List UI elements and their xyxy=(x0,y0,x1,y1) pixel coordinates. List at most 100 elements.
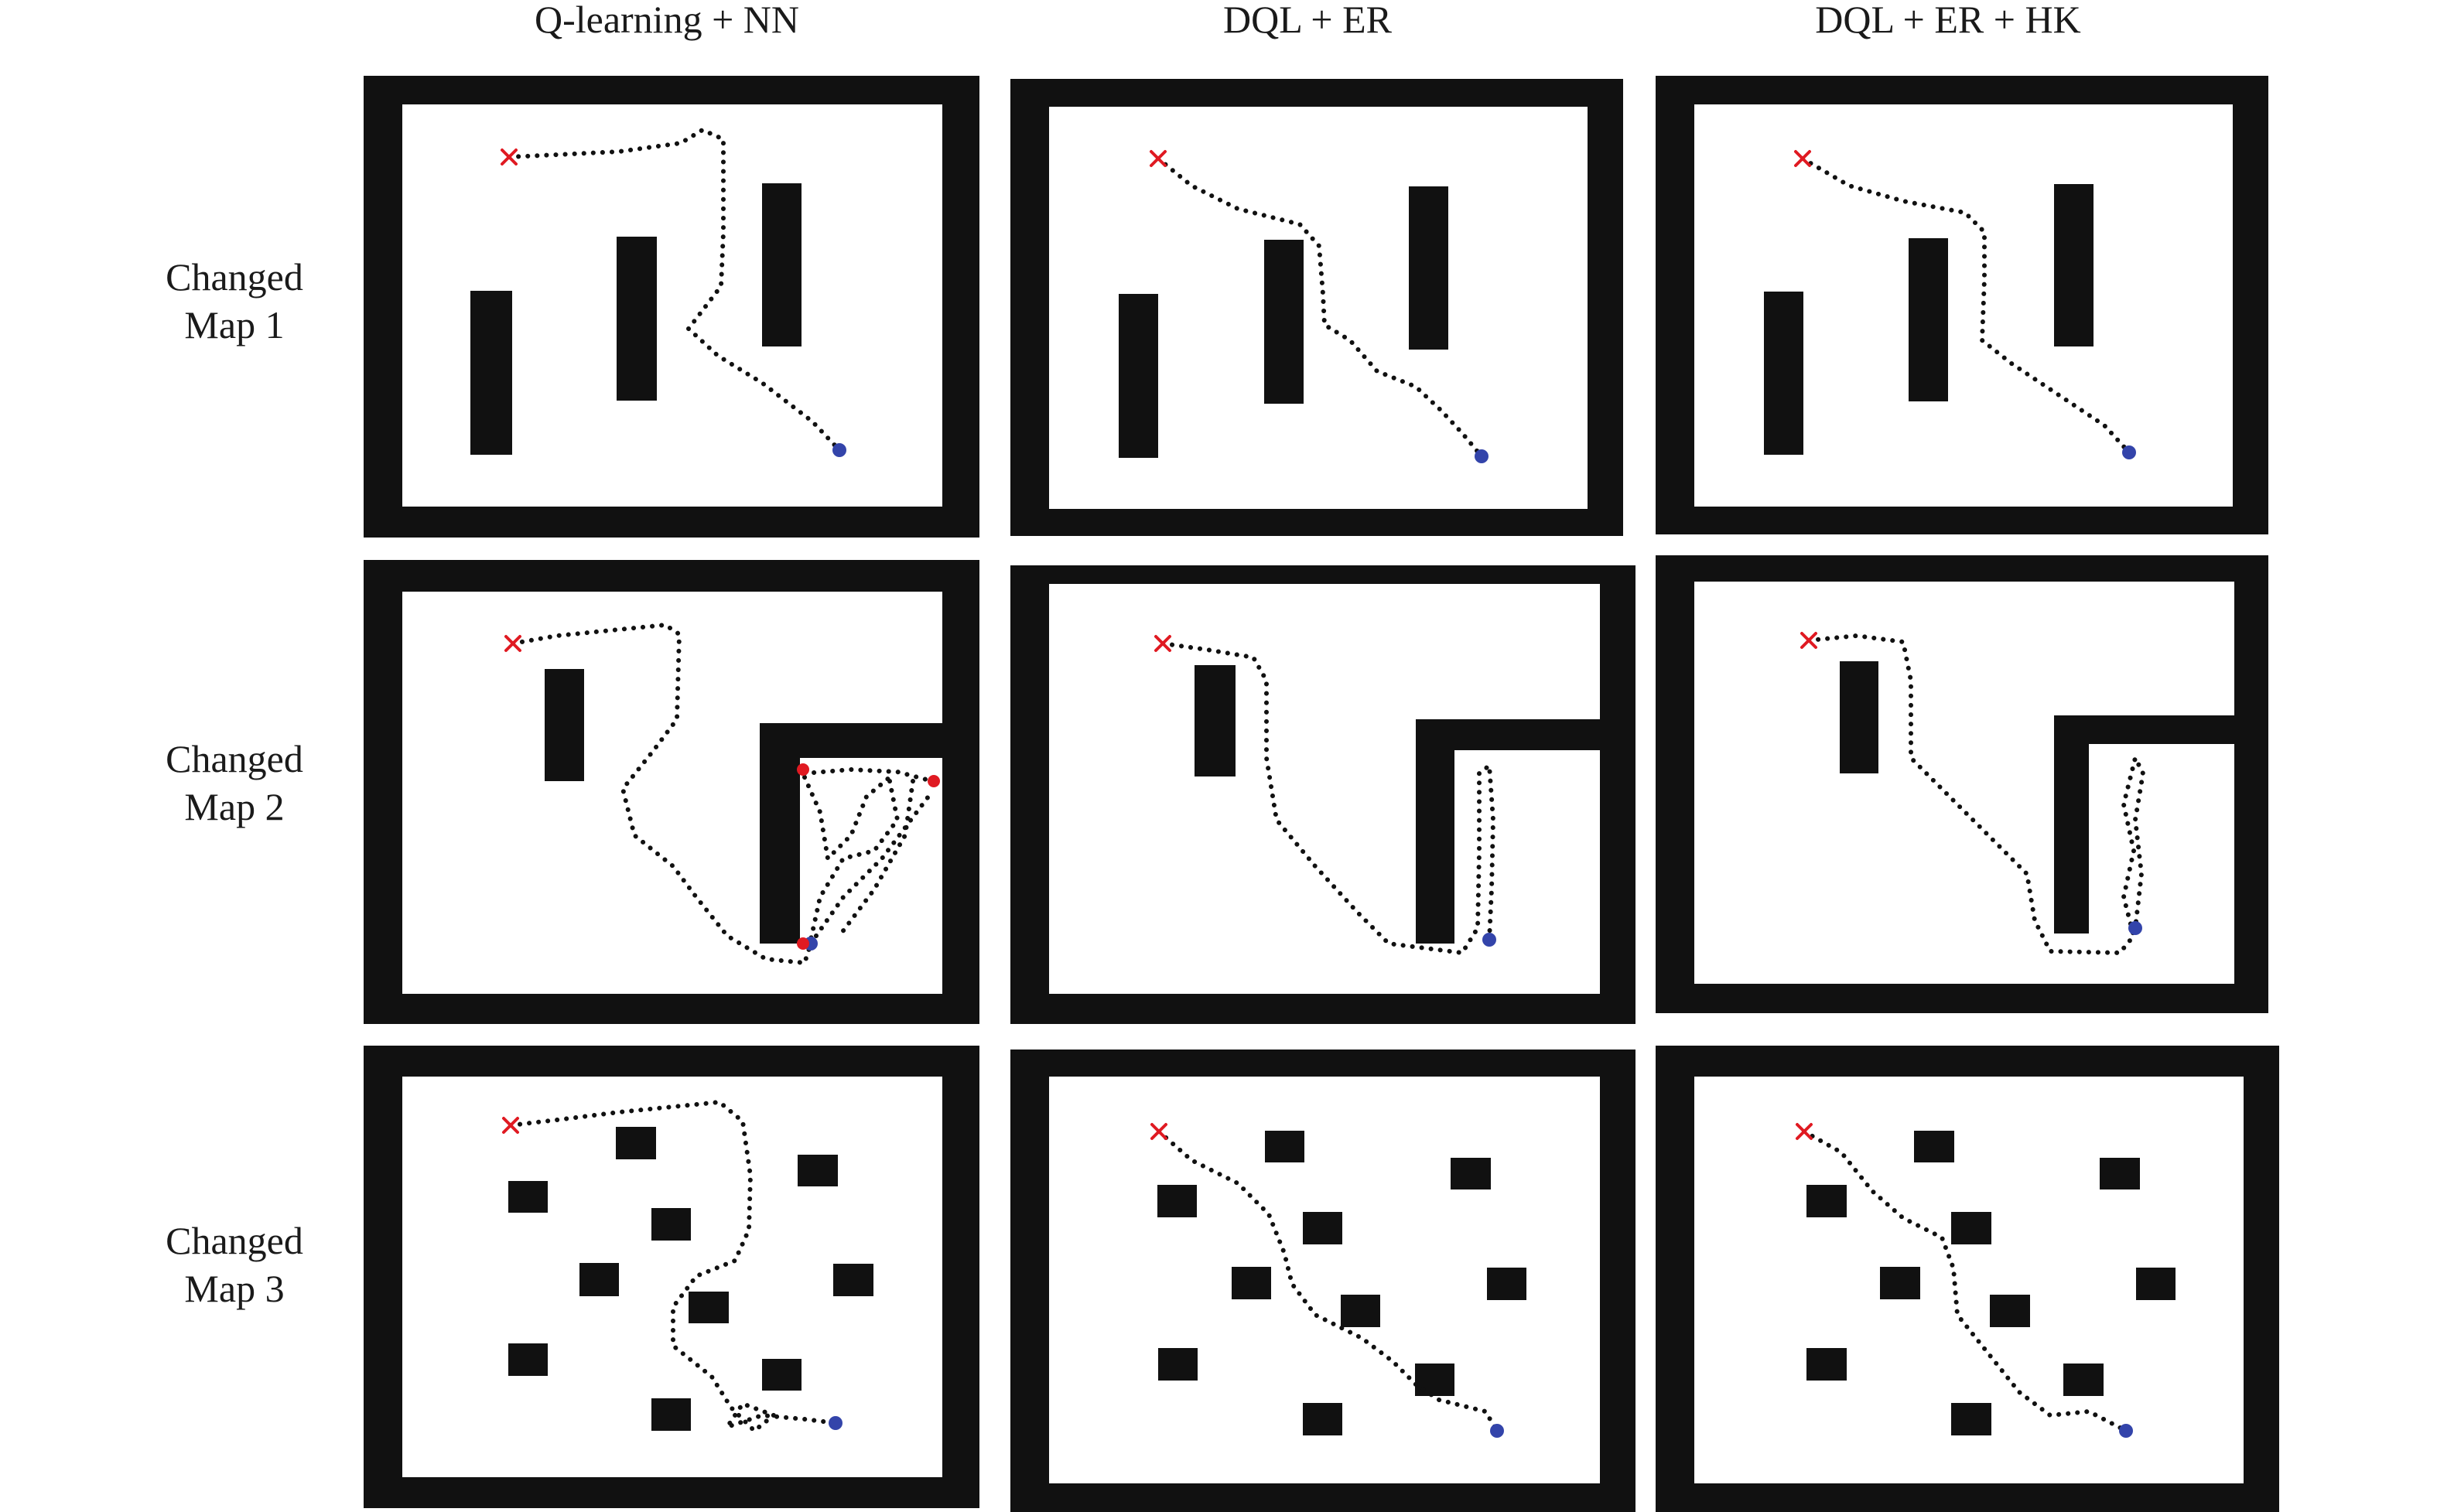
blue-dot-icon xyxy=(1482,933,1496,947)
obstacle-block xyxy=(617,237,657,401)
map-floor xyxy=(402,592,942,994)
column-titles: Q-learning + NN DQL + ER DQL + ER + HK xyxy=(535,0,2081,41)
obstacle-block xyxy=(1119,294,1158,458)
obstacle-block xyxy=(1232,1267,1271,1299)
obstacle-block xyxy=(1451,1158,1491,1189)
red-cross-icon xyxy=(1150,1123,1167,1140)
map-panel-map1-hk xyxy=(1656,76,2268,534)
obstacle-block xyxy=(508,1343,548,1376)
red-cross-icon xyxy=(1794,150,1811,167)
map-panel-map1-q xyxy=(364,76,979,538)
obstacle-block xyxy=(833,1264,873,1296)
robot-trajectory-loop xyxy=(802,775,892,864)
obstacle-block xyxy=(1806,1185,1847,1217)
obstacle-block xyxy=(1303,1403,1342,1435)
obstacle-block xyxy=(508,1181,548,1213)
obstacle-block xyxy=(1914,1131,1954,1162)
row-labels: Changed Map 1 Changed Map 2 Changed Map … xyxy=(166,255,303,1310)
obstacle-block xyxy=(2054,715,2089,933)
obstacle-block xyxy=(1990,1295,2030,1327)
row-label-map-3-line2: Map 3 xyxy=(184,1267,284,1310)
obstacle-block xyxy=(1416,719,1454,944)
row-label-map-1-line1: Changed xyxy=(166,255,303,299)
obstacle-block xyxy=(2063,1364,2104,1396)
obstacle-block xyxy=(1409,186,1448,350)
obstacle-block xyxy=(2054,184,2093,346)
column-title-dql-er: DQL + ER xyxy=(1223,0,1393,41)
obstacle-block xyxy=(2136,1268,2176,1300)
collision-dot-icon xyxy=(797,937,809,950)
obstacle-block xyxy=(762,1359,802,1391)
red-cross-icon xyxy=(1796,1123,1813,1140)
obstacle-block xyxy=(1880,1267,1920,1299)
map-panel-map3-hk xyxy=(1656,1046,2279,1512)
obstacle-block xyxy=(1158,1348,1198,1381)
obstacle-block xyxy=(762,183,802,346)
map-panel-map2-q xyxy=(364,560,979,1024)
obstacle-block xyxy=(1951,1212,1991,1244)
obstacle-block xyxy=(2100,1158,2140,1189)
blue-dot-icon xyxy=(2119,1424,2133,1438)
robot-trajectory-loop xyxy=(837,779,915,938)
obstacle-block xyxy=(1909,238,1948,401)
obstacle-block xyxy=(545,669,584,781)
robot-trajectory xyxy=(1802,1129,2128,1433)
obstacle-block xyxy=(689,1292,729,1323)
map-panel-map1-er xyxy=(1010,79,1623,536)
blue-dot-icon xyxy=(829,1416,843,1430)
collision-dot-icon xyxy=(928,775,940,787)
collision-dot-icon xyxy=(797,763,809,776)
obstacle-block xyxy=(1951,1403,1991,1435)
obstacle-block xyxy=(760,723,800,944)
column-title-dql-er-hk: DQL + ER + HK xyxy=(1815,0,2080,41)
map-floor xyxy=(1694,582,2234,984)
obstacle-block xyxy=(1764,292,1803,455)
row-label-map-1-line2: Map 1 xyxy=(184,303,284,346)
robot-trajectory xyxy=(1800,156,2131,455)
blue-dot-icon xyxy=(1475,449,1489,463)
red-cross-icon xyxy=(1800,632,1817,649)
column-title-q-learning-nn: Q-learning + NN xyxy=(535,0,799,41)
map-panel-map3-q xyxy=(364,1046,979,1508)
map-floor xyxy=(1049,584,1600,994)
map-grid xyxy=(364,76,2279,1512)
map-panel-map2-hk xyxy=(1656,555,2268,1013)
robot-trajectory-loop xyxy=(808,779,901,942)
obstacle-block xyxy=(1415,1364,1454,1396)
obstacle-block xyxy=(1806,1348,1847,1381)
blue-dot-icon xyxy=(2122,445,2136,459)
obstacle-block xyxy=(798,1155,838,1186)
robot-trajectory-loop xyxy=(808,794,931,946)
obstacle-block xyxy=(1840,661,1878,773)
obstacle-block xyxy=(1265,1131,1304,1162)
obstacle-block xyxy=(651,1208,691,1241)
row-label-map-2-line1: Changed xyxy=(166,737,303,780)
obstacle-block xyxy=(579,1263,619,1296)
robot-trajectory xyxy=(511,622,813,966)
map-panel-map2-er xyxy=(1010,565,1635,1024)
row-label-map-3-line1: Changed xyxy=(166,1219,303,1262)
obstacle-block xyxy=(1195,665,1236,776)
robot-trajectory xyxy=(507,127,842,452)
obstacle-block xyxy=(1487,1268,1526,1300)
blue-dot-icon xyxy=(832,443,846,457)
robot-trajectory-loop xyxy=(802,766,935,783)
obstacle-block xyxy=(1157,1185,1197,1217)
obstacle-block xyxy=(1341,1295,1380,1327)
obstacle-block xyxy=(470,291,512,455)
robot-trajectory xyxy=(1156,156,1484,459)
blue-dot-icon xyxy=(2128,921,2142,935)
red-cross-icon xyxy=(1150,150,1167,167)
obstacle-block xyxy=(616,1127,656,1159)
blue-dot-icon xyxy=(1490,1424,1504,1438)
red-cross-icon xyxy=(502,1117,519,1134)
row-label-map-2-line2: Map 2 xyxy=(184,785,284,828)
map-panel-map3-er xyxy=(1010,1050,1635,1512)
red-cross-icon xyxy=(504,635,521,652)
robot-trajectory xyxy=(1157,1129,1499,1433)
red-cross-icon xyxy=(1154,635,1171,652)
red-cross-icon xyxy=(501,148,518,166)
obstacle-block xyxy=(1264,240,1304,404)
obstacle-block xyxy=(651,1398,691,1431)
